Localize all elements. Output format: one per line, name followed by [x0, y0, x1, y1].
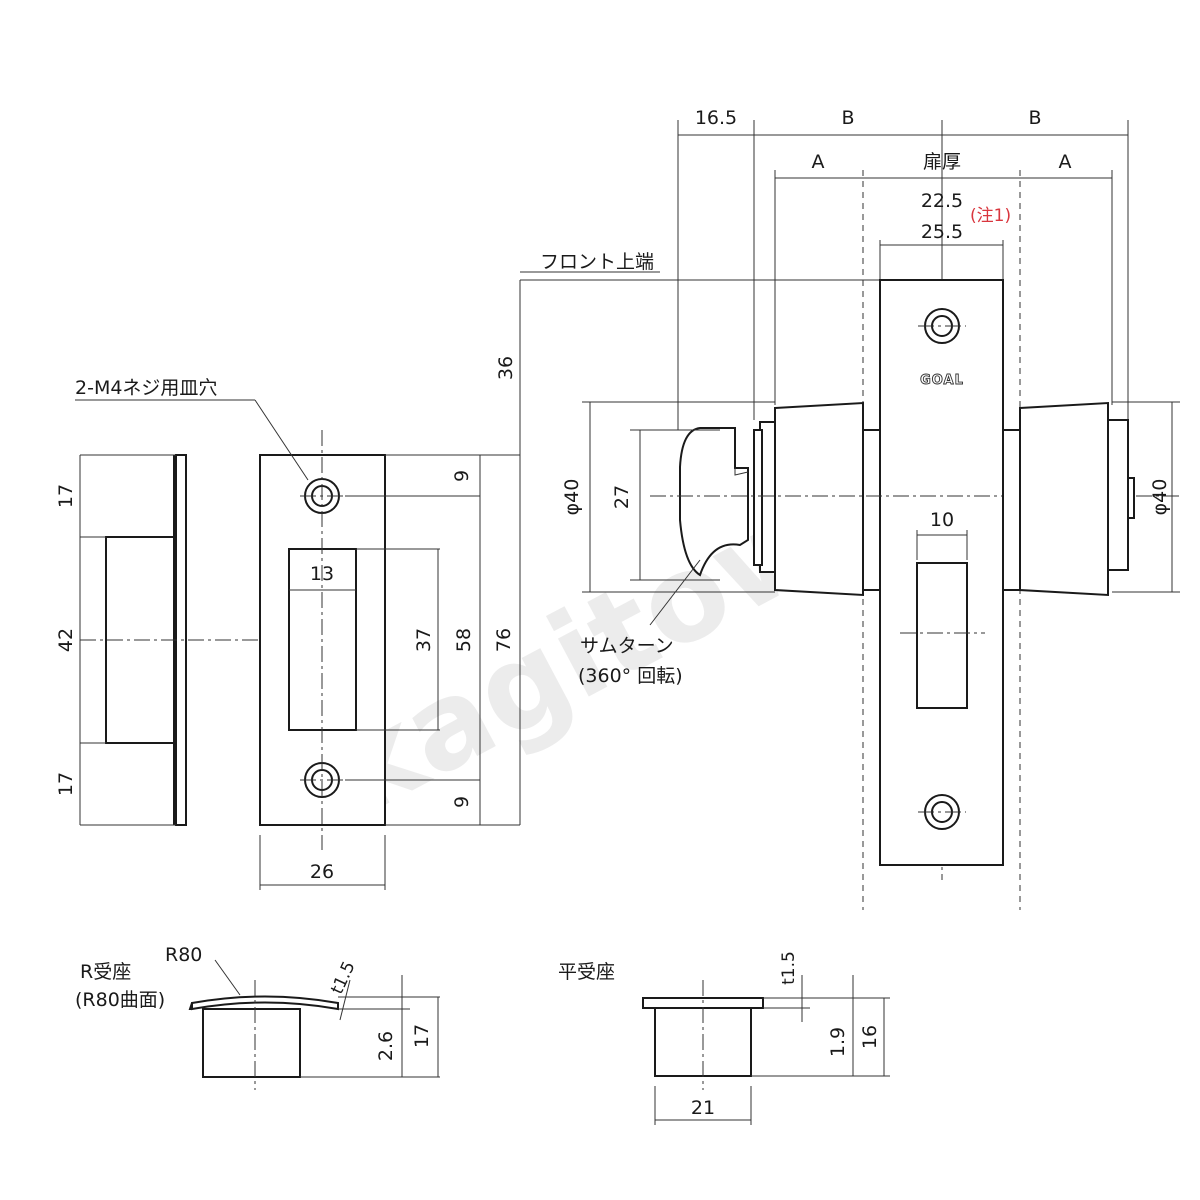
thumb-turn-label: サムターン [580, 635, 674, 657]
dim-26: 26 [310, 861, 334, 883]
door-thickness-label: 扉厚 [923, 151, 961, 173]
r-strike-sub-label: (R80曲面) [75, 989, 165, 1011]
note-1: (注1) [970, 206, 1011, 226]
dim-9-bottom: 9 [451, 796, 473, 808]
door-25-5: 25.5 [921, 221, 963, 243]
rotation-label: (360° 回転) [578, 665, 683, 687]
dim-b-left: B [841, 107, 854, 129]
dim-42: 42 [55, 628, 77, 652]
cylinder-side [1002, 401, 1180, 597]
dim-2-6: 2.6 [375, 1031, 397, 1061]
screw-holes-label: 2-M4ネジ用皿穴 [75, 377, 217, 399]
dim-58: 58 [453, 628, 475, 652]
dim-13: 13 [310, 563, 334, 585]
flat-strike-label: 平受座 [558, 961, 615, 983]
dim-37: 37 [413, 628, 435, 652]
dim-17-r: 17 [411, 1024, 433, 1048]
phi40-right: φ40 [1149, 479, 1171, 516]
flat-strike-section [642, 975, 890, 1125]
dim-76: 76 [493, 628, 515, 652]
front-top-label: フロント上端 [540, 251, 654, 273]
dim-1-9: 1.9 [827, 1027, 849, 1057]
strike-side-view [79, 454, 260, 826]
t1-5-left: t1.5 [327, 958, 359, 997]
dim-27: 27 [611, 485, 633, 509]
brand-logo: GOAL [920, 373, 964, 388]
dim-16: 16 [859, 1025, 881, 1049]
dim-16-5: 16.5 [695, 107, 737, 129]
t1-5-right: t1.5 [779, 951, 799, 985]
dim-21: 21 [691, 1097, 715, 1119]
dim-36: 36 [495, 356, 517, 380]
dim-10: 10 [930, 509, 954, 531]
dim-a-left: A [812, 151, 825, 173]
strike-front-view [75, 280, 521, 890]
r-strike-label: R受座 [80, 961, 131, 983]
dim-9-top: 9 [451, 470, 473, 482]
top-dimensions [520, 120, 1129, 430]
phi40-left: φ40 [561, 479, 583, 516]
dim-a-right: A [1059, 151, 1072, 173]
lock-front-plate [879, 279, 1004, 866]
door-22-5: 22.5 [921, 190, 963, 212]
dim-b-right: B [1028, 107, 1041, 129]
r-strike-section [188, 959, 440, 1090]
r80-label: R80 [165, 944, 202, 966]
dim-17-top: 17 [55, 484, 77, 508]
thumb-turn-side [582, 401, 1180, 626]
dim-17-bottom: 17 [55, 772, 77, 796]
